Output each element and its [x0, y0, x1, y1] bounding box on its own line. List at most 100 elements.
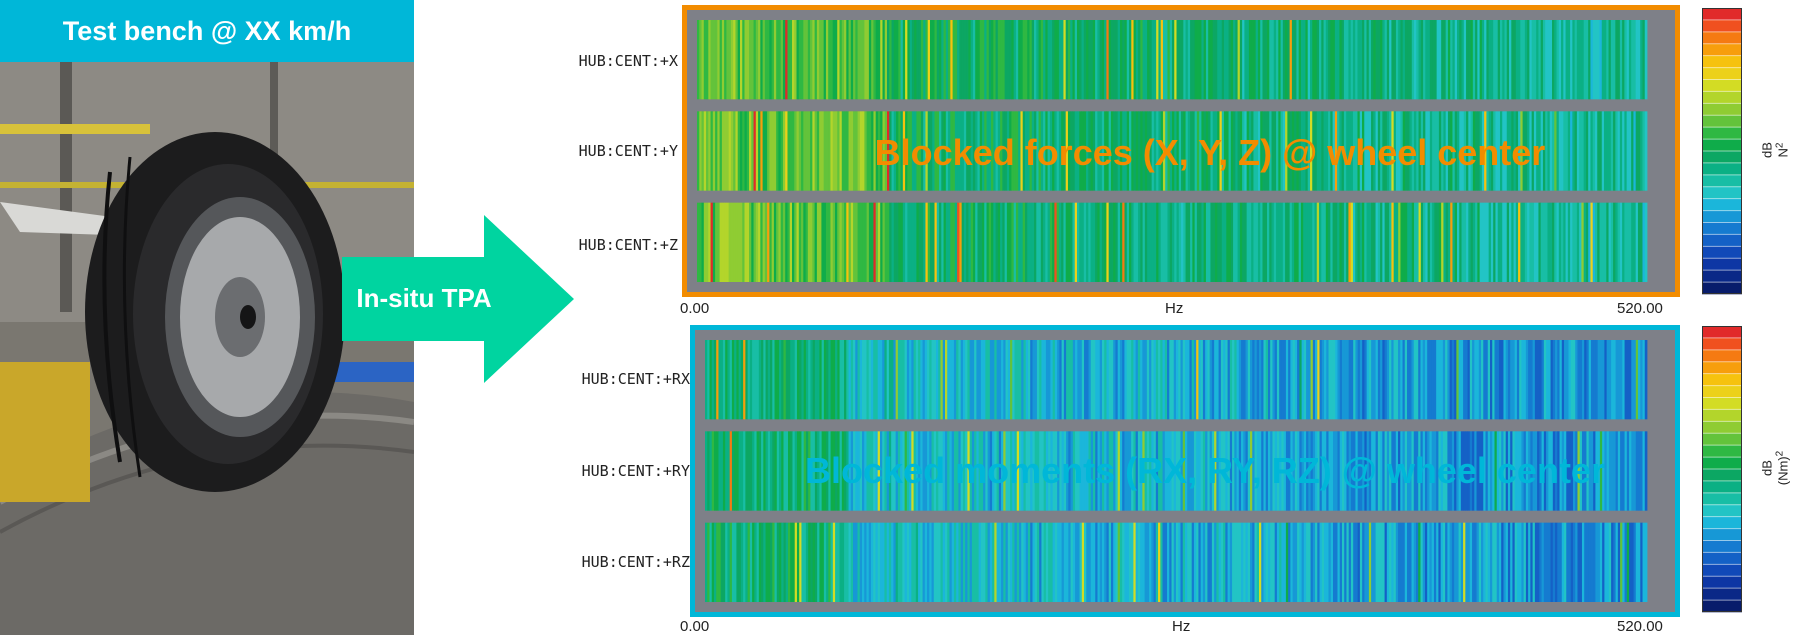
forces-heatmap-cell: [896, 202, 899, 282]
moments-heatmap-cell: [936, 431, 939, 511]
moments-heatmap-cell: [904, 340, 908, 420]
moments-heatmap-cell: [857, 431, 861, 511]
forces-heatmap-cell: [1004, 111, 1008, 191]
moments-heatmap-cell: [1292, 522, 1296, 602]
forces-heatmap-cell: [1004, 202, 1008, 282]
moments-heatmap-cell: [799, 522, 802, 602]
forces-heatmap-cell: [1520, 20, 1523, 100]
forces-heatmap-cell: [753, 111, 757, 191]
moments-heatmap-cell: [1270, 522, 1273, 602]
moments-heatmap-cell: [875, 522, 879, 602]
moments-heatmap-cell: [1355, 431, 1359, 511]
moments-heatmap-cell: [875, 431, 879, 511]
forces-heatmap-cell: [1468, 202, 1471, 282]
moments-heatmap-cell: [1346, 522, 1350, 602]
moments-heatmap-cell: [895, 340, 899, 420]
moments-heatmap-cell: [1223, 431, 1226, 511]
forces-heatmap-cell: [1583, 202, 1587, 282]
forces-heatmap-cell: [1452, 202, 1456, 282]
moments-heatmap-cell: [1389, 340, 1392, 420]
moments-heatmap-cell: [967, 522, 971, 602]
moments-heatmap-cell: [1568, 522, 1572, 602]
moments-heatmap-cell: [817, 522, 820, 602]
forces-heatmap-cell: [1493, 202, 1496, 282]
forces-heatmap-cell: [1110, 202, 1114, 282]
moments-heatmap-cell: [1097, 340, 1101, 420]
moments-heatmap-cell: [933, 522, 937, 602]
forces-heatmap-cell: [909, 111, 913, 191]
forces-heatmap-cell: [1389, 202, 1392, 282]
forces-heatmap-cell: [735, 20, 739, 100]
moments-heatmap-cell: [1557, 522, 1560, 602]
forces-heatmap-cell: [760, 202, 763, 282]
forces-heatmap-cell: [1242, 111, 1245, 191]
forces-heatmap-cell: [1058, 20, 1062, 100]
forces-heatmap-cell: [1015, 202, 1019, 282]
forces-heatmap-cell: [877, 20, 881, 100]
forces-heatmap-cell: [1273, 202, 1277, 282]
forces-heatmap-cell: [1377, 20, 1381, 100]
moments-heatmap-cell: [785, 340, 789, 420]
moments-heatmap-cell: [1602, 431, 1605, 511]
forces-heatmap-cell: [1122, 111, 1125, 191]
moments-heatmap-cell: [725, 522, 728, 602]
forces-heatmap-cell: [1099, 111, 1103, 191]
moments-heatmap-cell: [1281, 431, 1285, 511]
moments-heatmap-cell: [1543, 431, 1547, 511]
moments-heatmap-cell: [1635, 340, 1639, 420]
moments-heatmap-cell: [1566, 431, 1569, 511]
forces-heatmap-cell: [807, 20, 811, 100]
forces-heatmap-cell: [1339, 202, 1343, 282]
moments-heatmap-cell: [855, 340, 858, 420]
moments-heatmap-cell: [987, 522, 991, 602]
moments-heatmap-cell: [1350, 340, 1354, 420]
forces-heatmap-cell: [789, 20, 793, 100]
moments-heatmap-cell: [1149, 431, 1152, 511]
moments-heatmap-cell: [792, 522, 796, 602]
moments-heatmap-cell: [1568, 431, 1572, 511]
moments-heatmap-cell: [1404, 431, 1408, 511]
forces-heatmap-cell: [954, 111, 958, 191]
forces-heatmap-cell: [830, 111, 834, 191]
moments-heatmap-cell: [1608, 431, 1612, 511]
forces-heatmap-cell: [712, 202, 716, 282]
moments-heatmap-cell: [705, 522, 708, 602]
moments-heatmap-cell: [965, 431, 968, 511]
moments-heatmap-cell: [1113, 340, 1116, 420]
moments-heatmap-cell: [1086, 431, 1089, 511]
forces-heatmap-cell: [857, 202, 861, 282]
moments-heatmap-cell: [1288, 431, 1291, 511]
forces-heatmap-cell: [1325, 20, 1329, 100]
moments-heatmap-cell: [951, 340, 955, 420]
moments-heatmap-cell: [1019, 522, 1022, 602]
forces-heatmap-cell: [875, 202, 879, 282]
moments-heatmap-cell: [1001, 522, 1004, 602]
forces-heatmap-cell: [1509, 202, 1512, 282]
forces-heatmap-cell: [1509, 111, 1512, 191]
moments-heatmap-cell: [1090, 522, 1094, 602]
moments-heatmap-cell: [971, 340, 975, 420]
moments-heatmap-cell: [942, 522, 946, 602]
forces-heatmap-cell: [966, 202, 969, 282]
forces-heatmap-cell: [785, 20, 788, 100]
moments-heatmap-cell: [1250, 431, 1253, 511]
forces-heatmap-cell: [850, 20, 854, 100]
forces-heatmap-cell: [762, 111, 766, 191]
moments-heatmap-cell: [1122, 431, 1125, 511]
moments-heatmap-cell: [761, 522, 764, 602]
moments-heatmap-cell: [893, 340, 897, 420]
forces-heatmap-cell: [1547, 202, 1551, 282]
moments-heatmap-cell: [727, 522, 731, 602]
moments-heatmap-cell: [1344, 522, 1347, 602]
forces-heatmap-cell: [1289, 111, 1293, 191]
moments-heatmap-cell: [1467, 340, 1471, 420]
moments-heatmap-cell: [1196, 522, 1199, 602]
forces-heatmap-cell: [1217, 20, 1220, 100]
forces-heatmap-cell: [785, 202, 788, 282]
forces-heatmap-cell: [1348, 20, 1352, 100]
forces-heatmap-cell: [1384, 20, 1388, 100]
forces-heatmap-cell: [941, 111, 944, 191]
moments-heatmap-cell: [1162, 431, 1166, 511]
moments-heatmap-cell: [1586, 340, 1590, 420]
forces-heatmap-cell: [810, 20, 813, 100]
